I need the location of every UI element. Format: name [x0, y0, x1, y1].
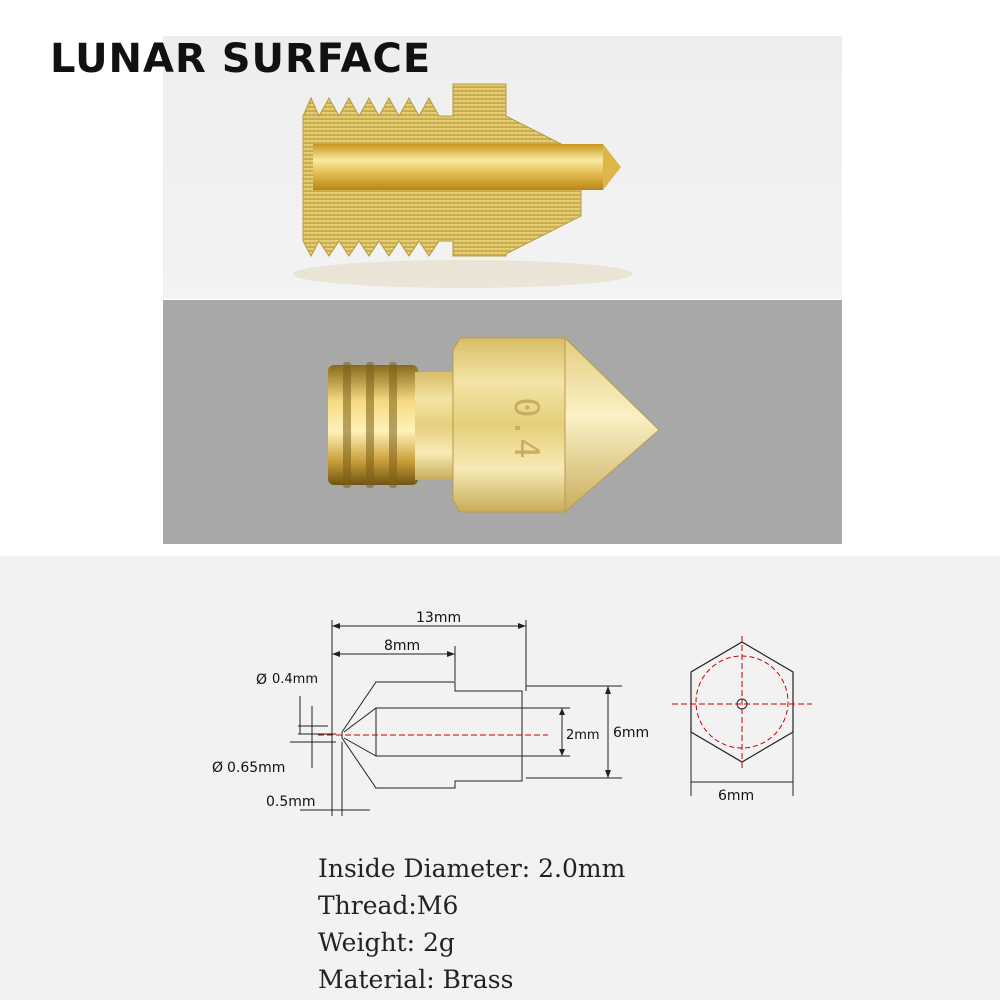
spec-weight: Weight: 2g [318, 928, 455, 957]
nozzle-size-marking: 0.4 [506, 397, 546, 458]
brand-title: LUNAR SURFACE [50, 36, 432, 82]
hex-end-view: 6mm [672, 636, 812, 804]
nozzle-exterior-photo: 0.4 [163, 300, 842, 544]
dim-bore-diameter: 2mm [566, 728, 600, 743]
dim-body-height: 6mm [613, 725, 649, 741]
dim-hex-width: 6mm [718, 788, 754, 804]
technical-drawing: 13mm 8mm Ø 0.4mm Ø 0.65mm 0.5mm 2mm 6mm … [0, 556, 1000, 1000]
spec-thread: Thread:M6 [318, 891, 459, 920]
dim-orifice-outer-diameter: 0.65mm [227, 760, 285, 776]
diameter-symbol-1: Ø [256, 672, 267, 688]
spec-inside-diameter: Inside Diameter: 2.0mm [318, 854, 626, 883]
dim-orifice-diameter: 0.4mm [272, 672, 318, 687]
spec-list: Inside Diameter: 2.0mm Thread:M6 Weight:… [318, 850, 625, 998]
dim-total-length: 13mm [416, 610, 461, 626]
nozzle-cross-section-photo [163, 36, 842, 299]
spec-material: Material: Brass [318, 965, 514, 994]
dim-tip-length: 0.5mm [266, 794, 316, 810]
dim-thread-length: 8mm [384, 638, 420, 654]
diameter-symbol-2: Ø [212, 760, 223, 776]
